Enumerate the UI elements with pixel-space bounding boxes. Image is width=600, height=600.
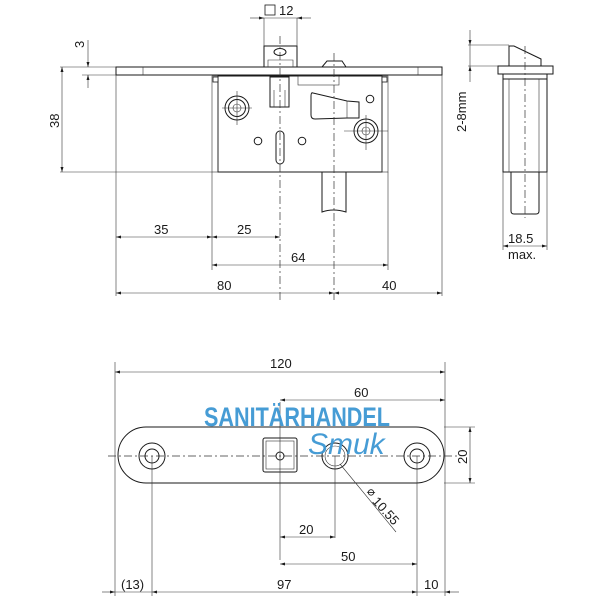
- faceplate-view: 120 60 20 ⌀ 10.55 20 50 (13) 97 10: [102, 356, 475, 596]
- side-view: 2-8mm 18.5 max.: [454, 30, 554, 262]
- faceplate: [115, 66, 443, 76]
- screw-right-icon: [344, 115, 388, 150]
- watermark-line1: SANITÄRHANDEL: [204, 402, 390, 432]
- dim-plate-width: 20: [455, 450, 470, 464]
- dim-plate-length: 120: [270, 356, 292, 371]
- dim-thickness-range: 2-8mm: [454, 92, 469, 132]
- dim-cylinder-offset: 50: [341, 549, 355, 564]
- dim-side-width-note: max.: [508, 247, 536, 262]
- front-view: 12 3 38 35 25 64 80 40: [47, 3, 443, 300]
- dim-spindle-edge: 25: [237, 222, 251, 237]
- dim-body-width: 64: [291, 250, 305, 265]
- dim-hole-spacing: 97: [277, 577, 291, 592]
- watermark: SANITÄRHANDEL Smuk: [204, 402, 390, 461]
- dim-hole-diameter: 10.55: [369, 494, 402, 528]
- dim-total-right: 40: [382, 278, 396, 293]
- square-symbol-icon: [264, 4, 276, 16]
- dim-spindle-square: 12: [279, 3, 293, 18]
- side-latch-head: [508, 45, 542, 67]
- spindle-follower: [263, 45, 298, 68]
- latch-wedge: [310, 92, 360, 120]
- faceplate-outline: [117, 426, 445, 484]
- side-faceplate: [497, 65, 554, 75]
- dim-right-end: 10: [424, 577, 438, 592]
- watermark-line2: Smuk: [308, 428, 387, 461]
- dim-total-left: 80: [217, 278, 231, 293]
- dim-faceplate-thickness: 3: [72, 41, 87, 48]
- dim-body-height: 38: [47, 114, 62, 128]
- screw-left-icon: [222, 91, 252, 125]
- lock-body: [217, 75, 383, 173]
- dim-side-width: 18.5: [508, 231, 533, 246]
- dim-plate-half: 60: [354, 385, 368, 400]
- dim-spindle-offset: 20: [299, 522, 313, 537]
- dim-backset: 35: [154, 222, 168, 237]
- dim-left-end: (13): [121, 577, 144, 592]
